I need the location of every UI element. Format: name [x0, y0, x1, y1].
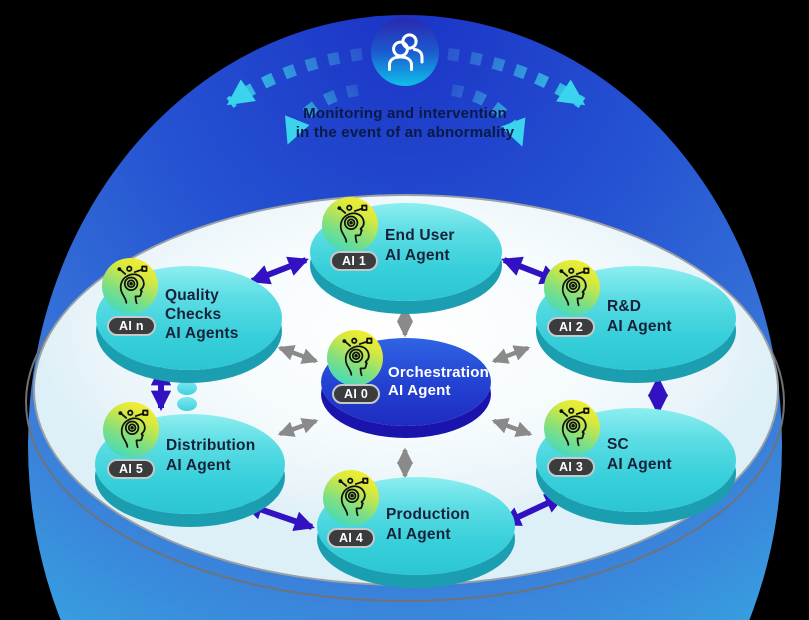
ai-head-icon [544, 400, 600, 456]
agent-id-badge: AI 3 [547, 457, 596, 477]
ai-head-icon [544, 260, 600, 316]
ellipsis-dot [177, 381, 197, 395]
agent-id-badge: AI 4 [327, 528, 376, 548]
agent-id-badge: AI 5 [107, 459, 156, 479]
monitoring-caption-line1: Monitoring and intervention [303, 105, 507, 122]
agent-name: End User AI Agent [385, 227, 455, 264]
arrow-quality-enduser [249, 256, 309, 285]
ai-head-icon [102, 258, 158, 314]
arrow-center-sc [491, 418, 533, 437]
agent-id-badge: AI 1 [330, 251, 379, 271]
people-icon [371, 18, 439, 86]
dashed-arrow-left-inner [283, 84, 360, 145]
arrow-center-distribution [277, 418, 319, 437]
dashed-arrow-left-outer [226, 48, 363, 108]
ai-head-icon [322, 197, 378, 253]
ellipsis-dot [177, 397, 197, 411]
ai-head-icon [327, 330, 383, 386]
monitoring-caption-line2: in the event of an abnormality [295, 124, 515, 141]
agent-id-badge: AI 0 [332, 384, 381, 404]
dashed-arrow-right-outer [447, 48, 586, 108]
arrow-center-rnd [491, 345, 531, 364]
agent-name: Distribution AI Agent [166, 437, 256, 474]
ai-head-icon [323, 470, 379, 526]
agent-name: Orchestration AI Agent [388, 364, 489, 399]
ai-head-icon [103, 402, 159, 458]
dashed-arrow-right-inner [450, 84, 527, 147]
agent-id-badge: AI n [107, 316, 156, 336]
agent-name: R&D AI Agent [607, 298, 672, 335]
monitoring-caption: Monitoring and intervention in the event… [195, 104, 615, 142]
agent-name: Quality Checks AI Agents [165, 287, 239, 342]
arrow-center-quality [277, 345, 319, 364]
agent-name: Production AI Agent [386, 506, 470, 543]
arrow-distribution-production [242, 499, 315, 532]
agent-name: SC AI Agent [607, 436, 672, 473]
agent-id-badge: AI 2 [547, 317, 596, 337]
